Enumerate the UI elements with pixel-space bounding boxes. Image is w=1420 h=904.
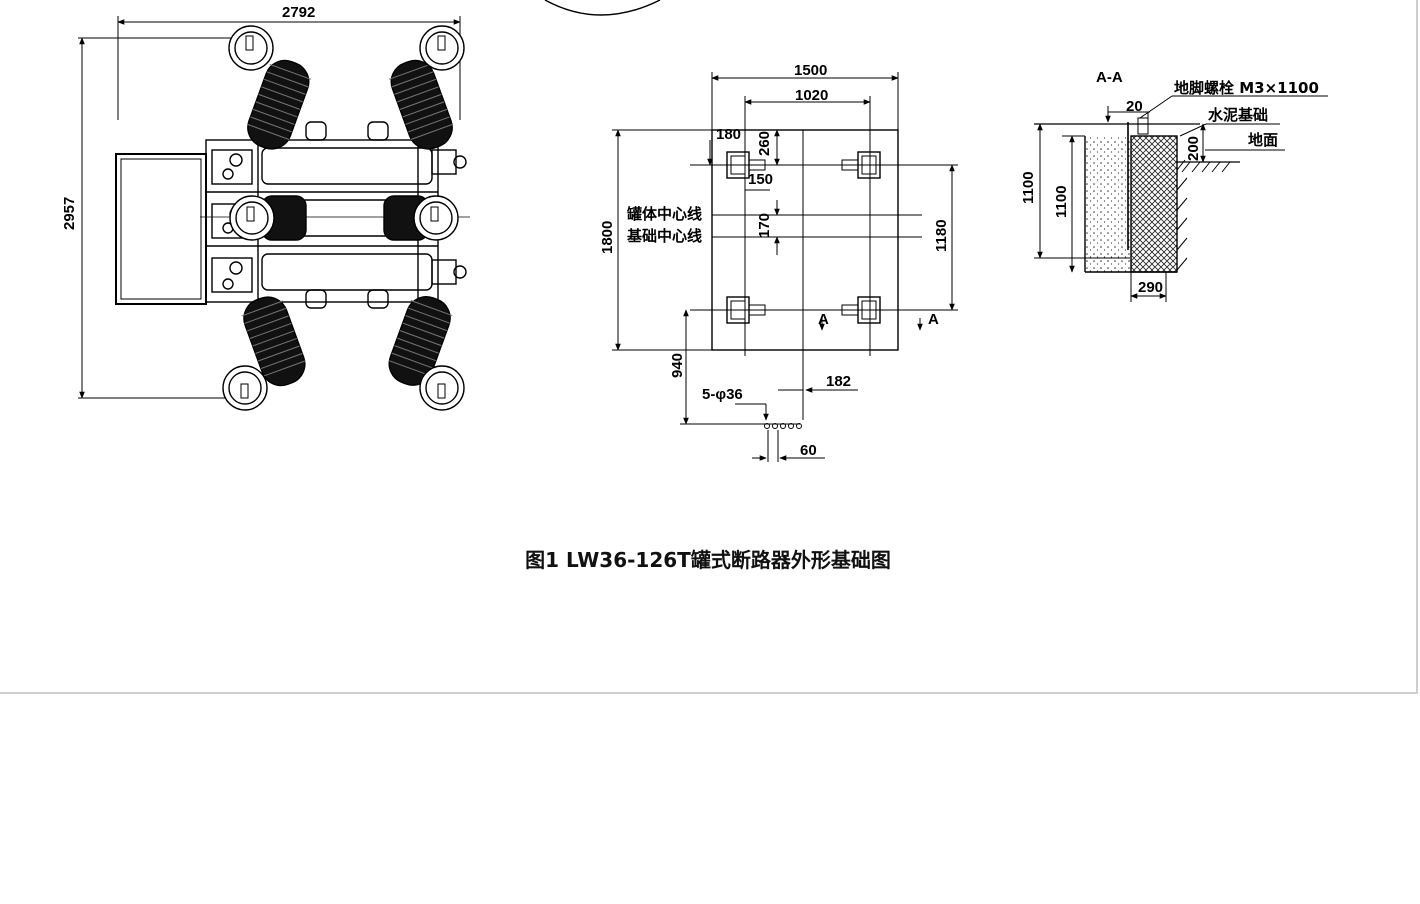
foundation-plan-view <box>612 72 958 462</box>
dim-1100-outer: 1100 <box>1020 171 1037 204</box>
dim-200: 200 <box>1185 136 1202 161</box>
dim-290: 290 <box>1138 279 1163 296</box>
dim-20: 20 <box>1126 98 1143 115</box>
dim-holes: 5-φ36 <box>702 386 743 403</box>
section-mark-a-right: A <box>928 311 939 328</box>
plan-height-dim: 2957 <box>61 197 78 230</box>
dim-182: 182 <box>826 373 851 390</box>
tank-centerline-label: 罐体中心线 <box>626 205 702 223</box>
dim-60: 60 <box>800 442 817 459</box>
base-centerline-label: 基础中心线 <box>626 227 702 245</box>
figure-caption: 图1 LW36-126T罐式断路器外形基础图 <box>525 548 891 572</box>
ground-label: 地面 <box>1248 131 1278 149</box>
dim-1100-inner: 1100 <box>1053 185 1070 218</box>
section-mark-a-left: A <box>818 311 829 328</box>
dim-150: 150 <box>748 171 773 188</box>
dim-260: 260 <box>756 131 773 156</box>
plan-width-dim: 2792 <box>282 4 315 21</box>
bolt-label: 地脚螺栓 M3×1100 <box>1174 79 1319 97</box>
dim-1500: 1500 <box>794 62 827 79</box>
dim-1180: 1180 <box>933 219 950 252</box>
dim-940: 940 <box>669 353 686 378</box>
dim-1800: 1800 <box>599 221 616 254</box>
dim-1020: 1020 <box>795 87 828 104</box>
drawing-sheet: 2792 2957 <box>0 0 1418 694</box>
section-view <box>1034 95 1328 302</box>
breaker-plan-view <box>78 0 661 411</box>
dim-170: 170 <box>756 213 773 238</box>
dim-180: 180 <box>716 126 741 143</box>
section-title: A-A <box>1096 69 1123 86</box>
cement-label: 水泥基础 <box>1208 106 1268 124</box>
technical-drawing: 2792 2957 <box>61 0 1328 462</box>
